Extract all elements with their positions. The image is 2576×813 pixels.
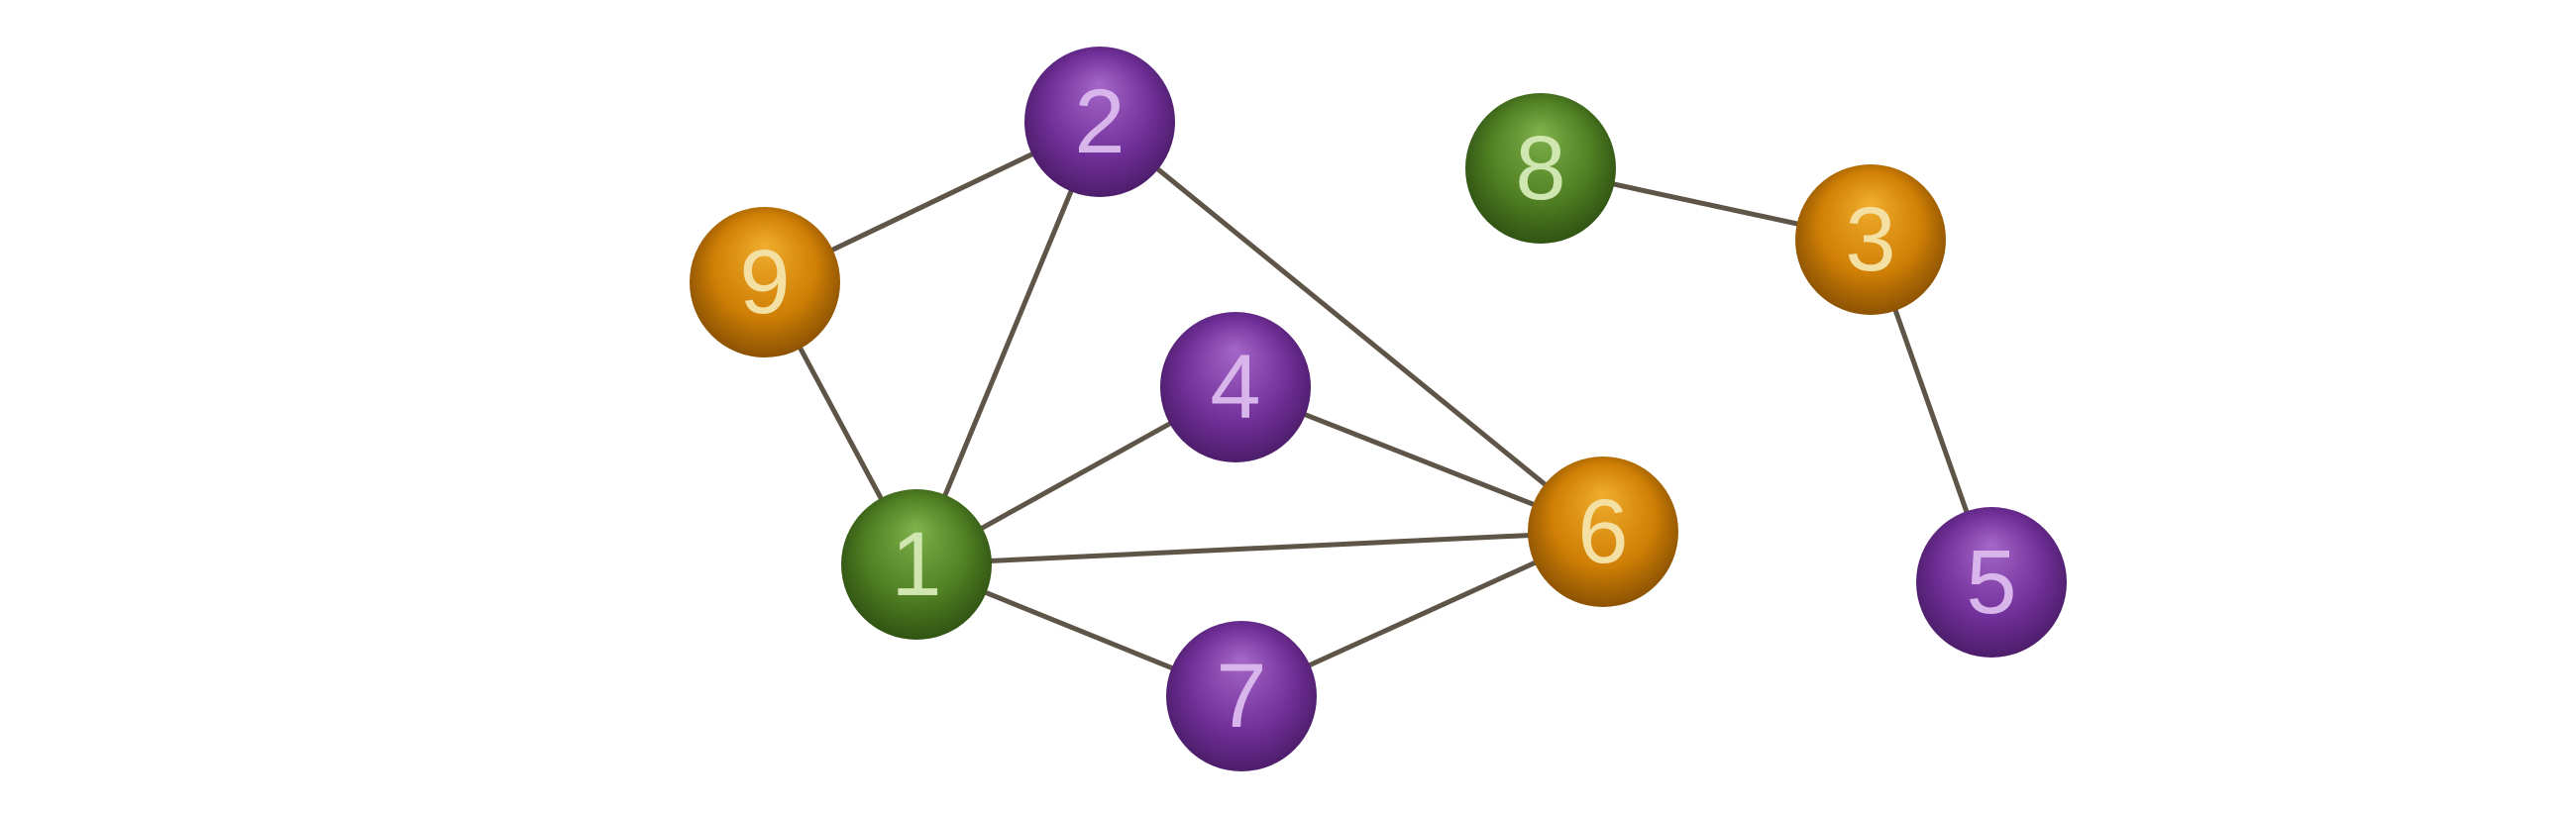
node-8-label: 8 bbox=[1515, 118, 1565, 219]
node-6-label: 6 bbox=[1577, 481, 1628, 582]
node-1-circle bbox=[841, 489, 992, 640]
node-4-circle bbox=[1160, 312, 1311, 462]
node-1-label: 1 bbox=[891, 514, 941, 615]
nodes-layer: 1 2 3 4 5 6 7 8 9 bbox=[690, 47, 2067, 771]
node-7: 7 bbox=[1166, 621, 1317, 771]
node-9-circle bbox=[690, 207, 840, 357]
edge-2-6 bbox=[1097, 119, 1606, 535]
node-8: 8 bbox=[1465, 93, 1616, 244]
node-9: 9 bbox=[690, 207, 840, 357]
node-6: 6 bbox=[1528, 457, 1678, 607]
node-7-circle bbox=[1166, 621, 1317, 771]
node-4-label: 4 bbox=[1210, 337, 1260, 438]
edge-2-1 bbox=[913, 119, 1103, 567]
node-5: 5 bbox=[1916, 507, 2067, 658]
node-6-circle bbox=[1528, 457, 1678, 607]
node-8-circle bbox=[1465, 93, 1616, 244]
node-3: 3 bbox=[1795, 164, 1946, 315]
node-3-circle bbox=[1795, 164, 1946, 315]
node-2: 2 bbox=[1024, 47, 1175, 197]
node-5-circle bbox=[1916, 507, 2067, 658]
node-7-label: 7 bbox=[1216, 646, 1266, 747]
node-9-label: 9 bbox=[739, 232, 790, 333]
node-4: 4 bbox=[1160, 312, 1311, 462]
node-3-label: 3 bbox=[1845, 189, 1895, 290]
edge-1-6 bbox=[913, 529, 1606, 567]
node-2-label: 2 bbox=[1074, 71, 1125, 172]
node-5-label: 5 bbox=[1966, 532, 2016, 633]
node-1: 1 bbox=[841, 489, 992, 640]
node-2-circle bbox=[1024, 47, 1175, 197]
